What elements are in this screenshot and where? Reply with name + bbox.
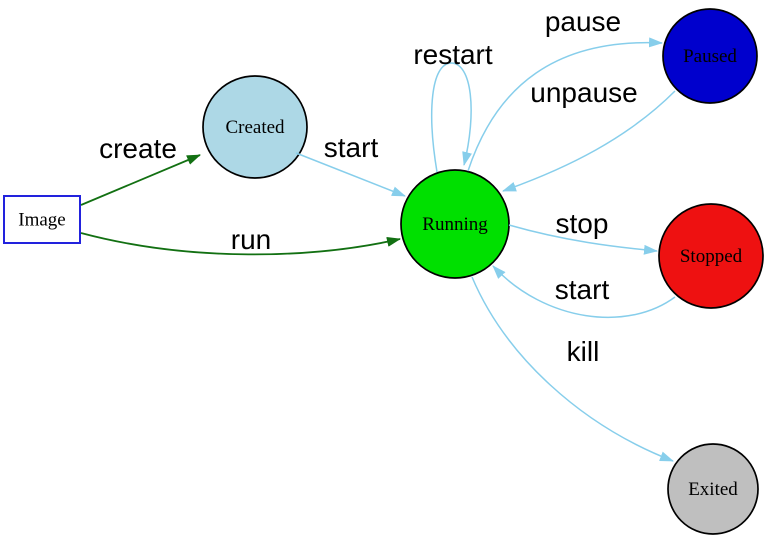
edge-run bbox=[80, 232, 401, 256]
node-exited-label: Exited bbox=[688, 479, 738, 500]
edge-restart-label: restart bbox=[413, 39, 493, 70]
node-paused-label: Paused bbox=[683, 46, 737, 67]
edge-kill-label: kill bbox=[567, 336, 600, 367]
node-image-label: Image bbox=[18, 210, 65, 231]
node-exited bbox=[667, 443, 759, 535]
node-running-label: Running bbox=[422, 214, 488, 235]
edges-layer bbox=[80, 37, 676, 462]
edge-unpause bbox=[502, 90, 676, 192]
edge-stop bbox=[508, 224, 658, 255]
edge-restart bbox=[430, 62, 472, 173]
node-stopped-label: Stopped bbox=[680, 246, 743, 267]
edge-start-stopped-running bbox=[492, 265, 676, 319]
node-paused bbox=[662, 8, 758, 104]
edge-start-created-running bbox=[295, 152, 406, 197]
node-running bbox=[400, 169, 510, 279]
edge-pause bbox=[467, 37, 663, 172]
edge-run-label: run bbox=[231, 224, 271, 255]
edge-stop-label: stop bbox=[556, 208, 609, 239]
edge-pause-label: pause bbox=[545, 6, 621, 37]
node-created bbox=[202, 75, 308, 179]
node-stopped bbox=[658, 203, 764, 309]
nodes-layer bbox=[3, 8, 764, 535]
edge-start-created-running-label: start bbox=[324, 132, 379, 163]
edge-create bbox=[80, 154, 201, 206]
node-created-label: Created bbox=[225, 117, 285, 138]
edge-unpause-label: unpause bbox=[530, 77, 637, 108]
node-image bbox=[3, 195, 81, 244]
edge-kill bbox=[471, 276, 674, 462]
edge-create-label: create bbox=[99, 133, 177, 164]
edge-start-stopped-running-label: start bbox=[555, 274, 610, 305]
